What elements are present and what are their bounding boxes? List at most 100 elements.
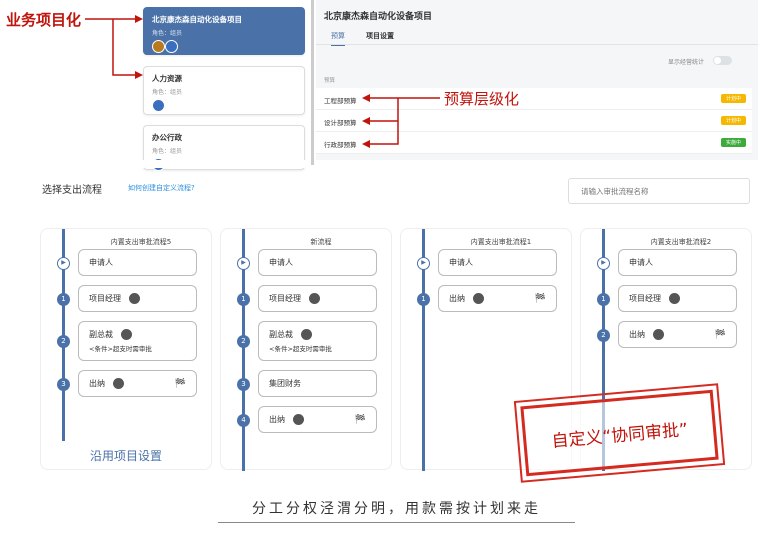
status-badge: 计划中	[720, 94, 746, 103]
step-label: 出纳	[629, 330, 645, 339]
budget-row[interactable]: 工程部预算 计划中	[316, 88, 752, 110]
project-card[interactable]: 北京康杰森自动化设备项目 角色：组员	[143, 7, 305, 55]
step-number: 1	[597, 292, 610, 306]
step-label: 项目经理	[269, 294, 301, 303]
avatar	[165, 40, 178, 53]
timeline-line	[602, 229, 605, 471]
step-number: 1	[57, 292, 70, 306]
step-label: 申请人	[89, 258, 113, 267]
step-label: 出纳	[449, 294, 465, 303]
flow-card[interactable]: 新流程 ▶ 申请人 1 项目经理 2 副总裁 <条件>超支时需审批 3 集团财务…	[220, 228, 392, 471]
avatar	[301, 329, 312, 340]
finish-flag-icon: 🏁	[534, 294, 546, 304]
flow-step[interactable]: ▶ 申请人	[417, 249, 557, 276]
step-number: 3	[57, 377, 70, 391]
avatar	[653, 329, 664, 340]
flow-step[interactable]: 3 出纳 🏁	[57, 370, 197, 397]
flow-heading: 选择支出流程	[42, 185, 102, 196]
stamp-text: 自定义“协同审批”	[550, 419, 689, 452]
flow-step[interactable]: 1 项目经理	[597, 285, 737, 312]
flow-card[interactable]: 内置支出审批流程5 ▶ 申请人 1 项目经理 2 副总裁 <条件>超支时需审批 …	[40, 228, 212, 470]
project-role: 角色：组员	[152, 30, 183, 37]
step-number: 2	[597, 328, 610, 342]
avatar	[113, 378, 124, 389]
budget-name: 工程部预算	[324, 97, 357, 105]
flow-title: 内置支出审批流程1	[470, 238, 532, 246]
step-label: 出纳	[89, 379, 105, 388]
budget-row[interactable]: 行政部预算 实施中	[316, 132, 752, 154]
avatar	[473, 293, 484, 304]
avatar	[152, 40, 165, 53]
step-condition: <条件>超支时需审批	[269, 345, 332, 353]
help-link[interactable]: 如何创建自定义流程?	[128, 184, 195, 192]
use-project-settings-link[interactable]: 沿用项目设置	[90, 449, 163, 463]
avatar	[669, 293, 680, 304]
flow-step[interactable]: 1 出纳 🏁	[417, 285, 557, 312]
project-name: 人力资源	[152, 74, 182, 83]
section-label: 预算	[324, 78, 336, 84]
step-label: 申请人	[269, 258, 293, 267]
step-number: 1	[417, 292, 430, 306]
step-number: 3	[237, 377, 250, 391]
flow-title: 内置支出审批流程2	[650, 238, 712, 246]
finish-flag-icon: 🏁	[174, 379, 186, 389]
panel-divider	[311, 0, 314, 165]
flow-search-input[interactable]	[568, 178, 750, 204]
flow-step[interactable]: 4 出纳 🏁	[237, 406, 377, 433]
step-label: 申请人	[629, 258, 653, 267]
timeline-line	[422, 229, 425, 471]
flow-step[interactable]: 2 出纳 🏁	[597, 321, 737, 348]
avatar	[121, 329, 132, 340]
step-condition: <条件>超支时需审批	[89, 345, 152, 353]
budget-name: 行政部预算	[324, 141, 357, 149]
flow-step[interactable]: ▶ 申请人	[237, 249, 377, 276]
start-icon: ▶	[237, 256, 250, 270]
flow-step[interactable]: 1 项目经理	[57, 285, 197, 312]
start-icon: ▶	[417, 256, 430, 270]
annotation-arrows	[362, 94, 440, 148]
status-badge: 实施中	[720, 138, 746, 147]
budget-name: 设计部预算	[324, 119, 357, 127]
caption: 分工分权泾渭分明，用款需按计划来走	[218, 498, 575, 523]
avatar	[129, 293, 140, 304]
stats-toggle[interactable]	[713, 56, 732, 65]
project-role: 角色：组员	[152, 89, 183, 96]
start-icon: ▶	[57, 256, 70, 270]
step-number: 2	[237, 335, 250, 348]
annotation-project: 业务项目化	[6, 11, 82, 29]
step-number: 1	[237, 292, 250, 306]
project-card[interactable]: 人力资源 角色：组员	[143, 66, 305, 115]
finish-flag-icon: 🏁	[354, 415, 366, 425]
step-label: 出纳	[269, 415, 285, 424]
step-number: 2	[57, 335, 70, 348]
budget-row[interactable]: 设计部预算 计划中	[316, 110, 752, 132]
tab-budget[interactable]: 预算	[331, 31, 345, 46]
project-role: 角色：组员	[152, 148, 183, 155]
flow-step[interactable]: ▶ 申请人	[597, 249, 737, 276]
avatar	[309, 293, 320, 304]
start-icon: ▶	[597, 256, 610, 270]
flow-title: 新流程	[310, 238, 332, 246]
annotation-budget: 预算层级化	[444, 90, 520, 108]
step-label: 项目经理	[629, 294, 661, 303]
project-name: 办公行政	[152, 133, 182, 142]
detail-title: 北京康杰森自动化设备项目	[324, 12, 433, 22]
project-name: 北京康杰森自动化设备项目	[152, 15, 242, 24]
flow-step[interactable]: 2 副总裁 <条件>超支时需审批	[237, 321, 377, 361]
status-badge: 计划中	[720, 116, 746, 125]
flow-step[interactable]: 3 集团财务	[237, 370, 377, 397]
toggle-label: 显示经营统计	[668, 59, 705, 66]
step-label: 集团财务	[269, 379, 301, 388]
timeline-line	[242, 229, 245, 471]
annotation-arrows	[85, 15, 143, 79]
avatar	[152, 99, 165, 112]
tab-project-settings[interactable]: 项目设置	[366, 32, 394, 40]
step-label: 副总裁	[89, 330, 113, 339]
flow-step[interactable]: ▶ 申请人	[57, 249, 197, 276]
avatar	[293, 414, 304, 425]
step-label: 项目经理	[89, 294, 121, 303]
flow-step[interactable]: 2 副总裁 <条件>超支时需审批	[57, 321, 197, 361]
flow-step[interactable]: 1 项目经理	[237, 285, 377, 312]
finish-flag-icon: 🏁	[714, 330, 726, 340]
step-number: 4	[237, 413, 250, 427]
